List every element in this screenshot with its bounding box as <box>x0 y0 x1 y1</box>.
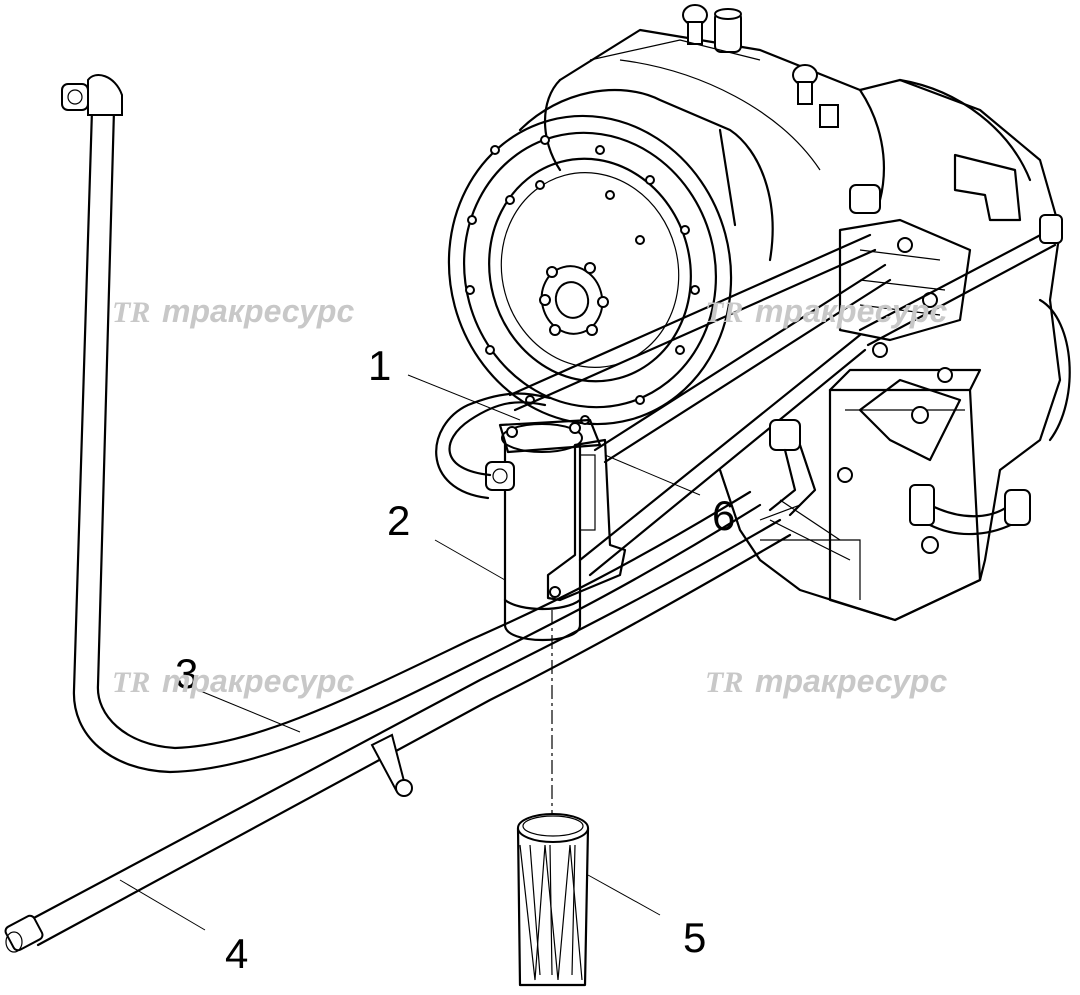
callout-1: 1 <box>368 342 391 389</box>
watermark-top-right: TR тракресурс <box>705 293 947 329</box>
filter-element <box>516 813 590 987</box>
callout-3: 3 <box>175 650 198 697</box>
leader-6 <box>604 454 701 496</box>
oil-lines <box>508 184 1063 577</box>
leader-5 <box>587 874 661 916</box>
leader-2 <box>434 539 506 581</box>
long-hose <box>61 74 762 774</box>
callout-2: 2 <box>387 497 410 544</box>
leader-3 <box>197 689 301 733</box>
watermark-logo: TR <box>112 296 150 329</box>
watermark-logo: TR <box>112 666 150 699</box>
watermark-logo: TR <box>705 666 743 699</box>
watermark-bottom-left: TR тракресурс <box>112 663 354 699</box>
watermark-logo: TR <box>705 296 743 329</box>
oil-filter-assembly <box>435 392 627 641</box>
leader-lines <box>119 374 701 931</box>
watermark-text: тракресурс <box>755 293 947 329</box>
callout-6: 6 <box>712 492 735 539</box>
watermark-text: тракресурс <box>162 293 354 329</box>
torque-converter <box>447 88 774 426</box>
leader-4 <box>119 879 206 931</box>
watermark-bottom-right: TR тракресурс <box>705 663 947 699</box>
outlet-fitting <box>759 419 817 521</box>
watermark-text: тракресурс <box>162 663 354 699</box>
watermark-text: тракресурс <box>755 663 947 699</box>
return-hose <box>4 518 792 953</box>
callout-4: 4 <box>225 930 248 977</box>
leader-1 <box>407 374 521 421</box>
callout-labels: 1 2 3 4 5 6 <box>175 342 735 977</box>
watermark-top-left: TR тракресурс <box>112 293 354 329</box>
transmission-assembly <box>544 4 1071 622</box>
callout-5: 5 <box>683 914 706 961</box>
